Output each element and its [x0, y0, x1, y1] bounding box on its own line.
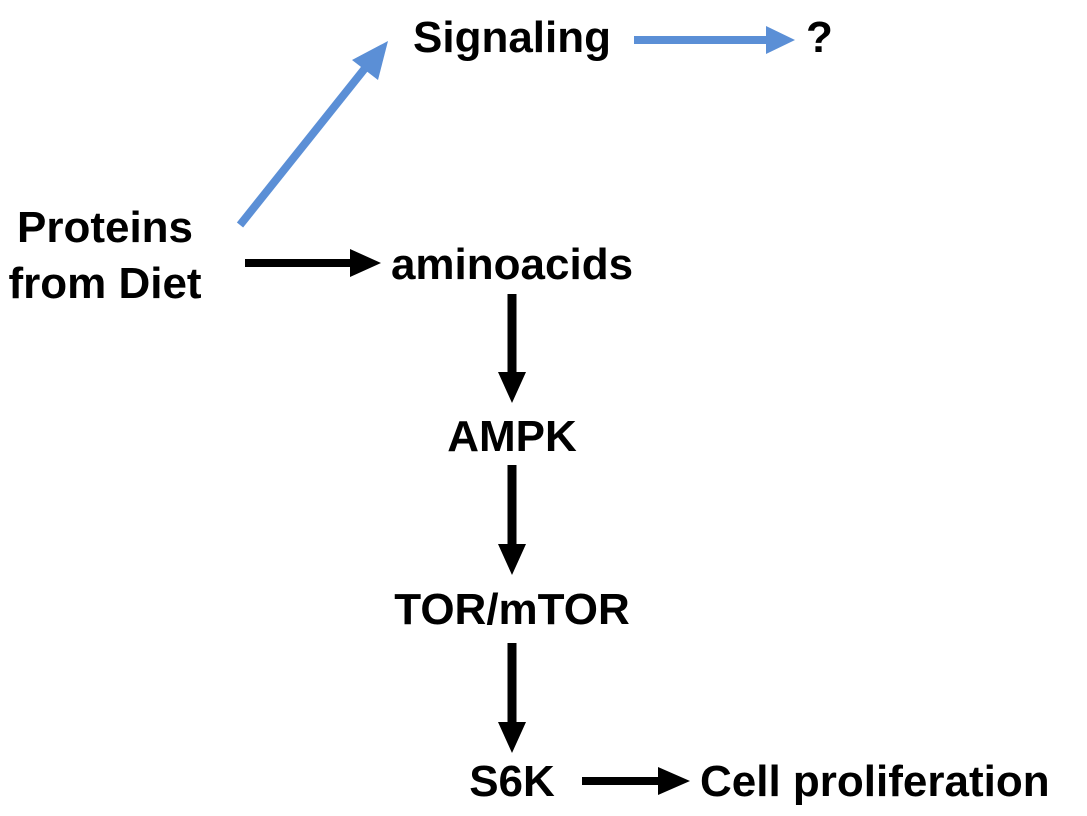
node-cell-proliferation: Cell proliferation	[700, 757, 1050, 806]
arrow-head	[350, 249, 381, 277]
arrow-tor-to-s6k	[498, 643, 526, 753]
node-proteins-line2: from Diet	[8, 259, 202, 308]
node-unknown: ?	[806, 13, 833, 62]
arrow-signaling-to-unknown	[634, 26, 795, 54]
arrow-ampk-to-tor	[498, 465, 526, 575]
node-s6k: S6K	[469, 757, 555, 806]
node-proteins-line1: Proteins	[16, 203, 194, 252]
node-signaling: Signaling	[413, 13, 611, 62]
node-ampk: AMPK	[447, 412, 577, 461]
arrow-s6k-to-proliferation	[582, 767, 690, 795]
arrow-head	[766, 26, 795, 54]
node-tor-mtor: TOR/mTOR	[394, 585, 630, 634]
arrow-proteins-to-aminoacids	[245, 249, 381, 277]
node-aminoacids: aminoacids	[390, 240, 634, 289]
arrow-head	[658, 767, 690, 795]
arrow-head	[498, 544, 526, 575]
arrow-head	[498, 722, 526, 753]
arrow-shaft	[236, 64, 370, 228]
node-proteins-from-diet: Proteins from Diet	[0, 200, 210, 312]
arrow-aminoacids-to-ampk	[498, 294, 526, 403]
arrow-head	[498, 372, 526, 403]
arrow-proteins-to-signaling	[236, 41, 388, 228]
arrow-head	[352, 41, 388, 80]
